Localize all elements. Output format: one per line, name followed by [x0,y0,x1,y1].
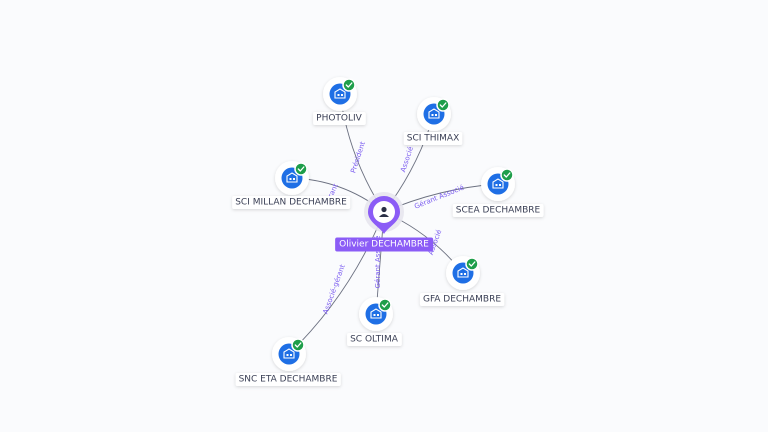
company-node-photoliv[interactable]: PHOTOLIV [313,77,366,125]
building-icon-shape [334,88,346,99]
company-name-photoliv[interactable]: PHOTOLIV [316,114,363,124]
center-label-bg [335,237,434,252]
company-name-snc-eta-dechambre[interactable]: SNC ETA DECHAMBRE [239,375,338,385]
building-icon-shape [283,348,295,359]
edge-snc-eta-dechambre [288,211,385,355]
company-node-sc-oltima[interactable]: SC OLTIMA [347,297,402,346]
building-icon-window [289,178,292,180]
verified-check-icon [500,168,514,182]
company-label-bg [235,373,341,386]
check-mark-icon [381,302,389,308]
company-name-sc-oltima[interactable]: SC OLTIMA [350,335,399,345]
building-icon-window [337,94,340,96]
verified-check-icon [342,78,356,92]
center-layer: Olivier DECHAMBRE [335,192,434,252]
company-name-sci-thimax[interactable]: SCI THIMAX [407,134,460,144]
building-icon-shape [492,178,504,189]
company-name-sci-millan-dechambre[interactable]: SCI MILLAN DECHAMBRE [235,198,347,208]
company-name-gfa-dechambre[interactable]: GFA DECHAMBRE [423,295,501,305]
company-node-gfa-dechambre[interactable]: GFA DECHAMBRE [419,256,505,306]
company-label-bg [232,196,351,209]
building-icon-shape [286,172,298,183]
check-mark-icon [468,261,476,267]
building-icon-window [431,114,434,116]
check-mark-icon [439,102,447,108]
building-icon-shape [428,108,440,119]
company-node-scea-dechambre[interactable]: SCEA DECHAMBRE [452,167,544,217]
company-label-bg [452,204,544,217]
company-node-snc-eta-dechambre[interactable]: SNC ETA DECHAMBRE [235,337,341,386]
verified-check-icon [465,257,479,271]
center-person-name[interactable]: Olivier DECHAMBRE [339,240,429,250]
center-person-node[interactable]: Olivier DECHAMBRE [335,192,434,252]
company-node-sci-millan-dechambre[interactable]: SCI MILLAN DECHAMBRE [232,161,351,209]
company-name-scea-dechambre[interactable]: SCEA DECHAMBRE [456,206,541,216]
building-icon-window [290,354,292,356]
building-icon-window [435,114,437,116]
verified-check-icon [291,338,305,352]
company-label-bg [403,132,463,145]
person-icon [381,206,387,213]
building-icon-window [293,178,295,180]
building-icon-window [377,314,379,316]
check-mark-icon [503,172,511,178]
company-label-bg [313,112,366,125]
building-icon-shape [457,267,469,278]
building-icon-shape [370,308,382,319]
company-label-bg [347,333,402,346]
building-icon-window [341,94,343,96]
building-icon-window [460,273,463,275]
building-icon-window [495,184,498,186]
edge-label-sci-thimax: Associé [399,146,415,174]
check-mark-icon [345,82,353,88]
check-mark-icon [294,342,302,348]
building-icon-window [499,184,501,186]
building-icon-window [373,314,376,316]
company-label-bg [419,293,505,306]
verified-check-icon [378,298,392,312]
verified-check-icon [436,98,450,112]
building-icon-window [464,273,466,275]
person-icon-body [379,214,389,217]
verified-check-icon [294,162,308,176]
edge-label-sc-oltima: Gérant Associé [374,236,382,289]
nodes-layer: PHOTOLIV SCI THIMAX SCI MILLAN DECHAMBRE SC… [232,77,544,386]
building-icon-window [286,354,289,356]
check-mark-icon [297,166,305,172]
company-node-sci-thimax[interactable]: SCI THIMAX [403,97,463,145]
